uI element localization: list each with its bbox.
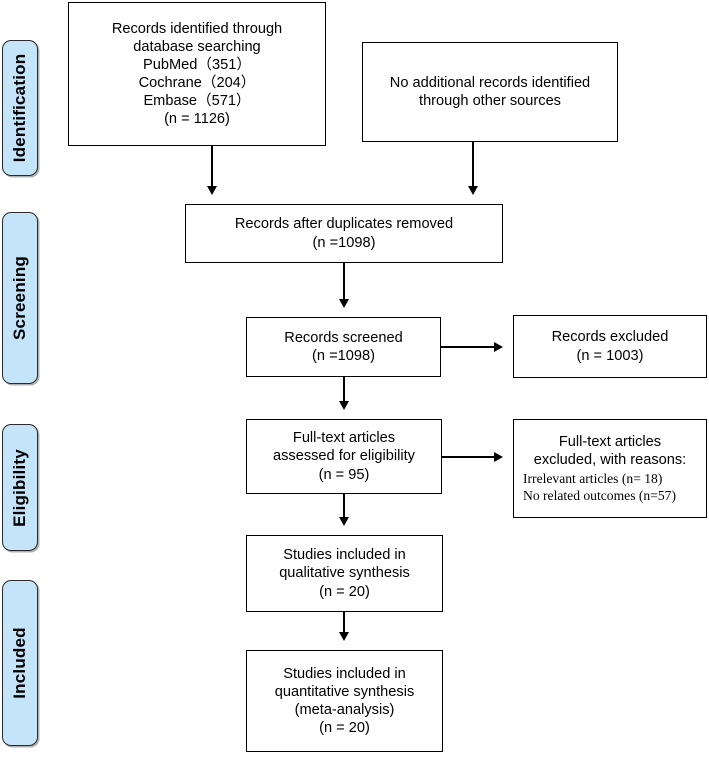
node-line: No additional records identified <box>389 74 591 91</box>
node-line: Records identified through <box>111 20 283 37</box>
stage-tab-eligibility-label: Eligibility <box>10 448 29 527</box>
records-excluded[interactable]: Records excluded(n = 1003) <box>513 315 707 378</box>
node-line: Studies included in <box>283 547 406 564</box>
node-line: Embase（571） <box>143 93 251 110</box>
fulltext-to-excluded-reasons <box>442 456 496 458</box>
node-line: (n = 1126) <box>164 111 230 128</box>
node-line: (n = 20) <box>319 720 370 737</box>
node-line: Studies included in <box>283 665 406 682</box>
node-line: Records excluded <box>551 329 669 346</box>
node-line: (n =1098) <box>312 234 376 251</box>
stage-tab-included[interactable]: Included <box>2 580 38 746</box>
records-screened-to-excluded <box>441 346 496 348</box>
stage-tab-identification-label: Identification <box>10 53 29 163</box>
node-line: Full-text articles <box>292 430 396 447</box>
records-screened-to-fulltext-arrowhead <box>338 401 349 410</box>
node-line: excluded, with reasons: <box>533 451 687 468</box>
fulltext-to-excluded-reasons-arrowhead <box>494 451 503 462</box>
node-line: No related outcomes (n=57) <box>523 488 676 504</box>
duplicates-to-records-screened-arrowhead <box>338 299 349 308</box>
node-line: PubMed（351） <box>143 56 251 73</box>
node-line: Full-text articles <box>558 433 662 450</box>
qualitative-to-quantitative <box>343 612 345 634</box>
node-line: assessed for eligibility <box>273 448 415 465</box>
node-line: Cochrane（204） <box>138 75 256 91</box>
records-screened-to-excluded-arrowhead <box>494 341 503 352</box>
records-after-duplicates-removed[interactable]: Records after duplicates removed(n =1098… <box>185 204 503 263</box>
duplicates-to-records-screened <box>343 263 345 301</box>
database-search-to-duplicates-arrowhead <box>206 186 217 195</box>
fulltext-to-qualitative-arrowhead <box>338 517 349 526</box>
other-sources-to-duplicates <box>472 142 474 188</box>
node-line: (n =1098) <box>312 348 375 364</box>
node-line: (n = 95) <box>318 466 370 483</box>
records-screened[interactable]: Records screened (n =1098) <box>246 317 441 377</box>
node-line: database searching <box>133 38 261 55</box>
node-line: Irrelevant articles (n= 18) <box>523 470 663 486</box>
other-sources-to-duplicates-arrowhead <box>467 186 478 195</box>
node-line: qualitative synthesis <box>279 565 410 582</box>
node-line: (meta-analysis) <box>294 702 395 718</box>
excluded-reasons-list: Irrelevant articles (n= 18) No related ou… <box>518 470 702 504</box>
node-line: Records after duplicates removed <box>234 216 454 233</box>
stage-tab-eligibility[interactable]: Eligibility <box>2 424 38 551</box>
database-search-to-duplicates <box>211 146 213 188</box>
stage-tab-included-label: Included <box>10 627 29 699</box>
fulltext-to-qualitative <box>343 494 345 519</box>
stage-tab-screening-label: Screening <box>10 256 29 340</box>
node-line: (n = 20) <box>319 583 370 600</box>
stage-tab-screening[interactable]: Screening <box>2 212 38 384</box>
node-line: through other sources <box>419 93 561 109</box>
records-screened-to-fulltext <box>343 377 345 403</box>
no-additional-records-other-sources[interactable]: No additional records identified through … <box>362 42 618 142</box>
node-line: Records screened <box>284 329 403 346</box>
node-line: quantitative synthesis <box>274 683 415 700</box>
node-line: (n = 1003) <box>576 347 644 364</box>
qualitative-to-quantitative-arrowhead <box>338 632 349 641</box>
stage-tab-identification[interactable]: Identification <box>2 40 38 176</box>
